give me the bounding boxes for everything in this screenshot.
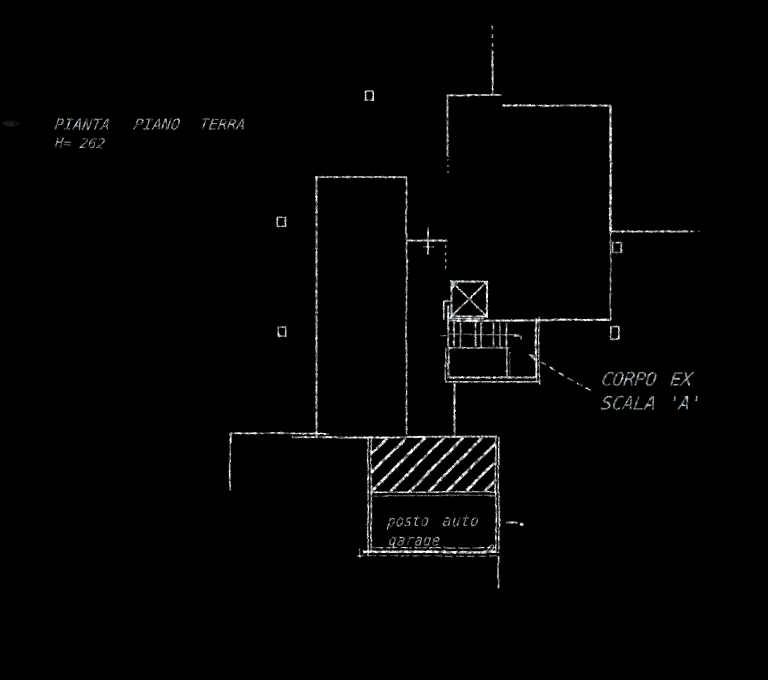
shaft-box	[450, 280, 488, 318]
garage-label-word-posto: posto	[386, 513, 431, 530]
hatch-line	[427, 437, 484, 492]
stair-up-arrowhead	[449, 279, 459, 289]
stair-note-word-ex: EX	[669, 370, 696, 391]
hatch-line	[371, 437, 389, 456]
wall-line	[291, 435, 498, 439]
scan-squiggle	[486, 544, 495, 552]
garage-label-word-garage: garage	[387, 532, 441, 550]
hatch-line	[371, 437, 427, 492]
hatch-line	[446, 441, 496, 492]
scan-smudge	[1, 120, 19, 127]
plan-wall-lines	[1, 26, 699, 589]
leader-arrowhead	[528, 353, 538, 362]
shaft-diagonal-ext	[446, 315, 453, 322]
shaft-diagonal	[450, 280, 488, 318]
wall-line	[447, 318, 610, 322]
garage-label-word-auto: auto	[441, 511, 480, 530]
plan-title-word-3: TERRA	[198, 116, 247, 134]
hatch-line	[465, 460, 496, 492]
plan-title-word-1: PIANTA	[53, 116, 111, 134]
plan-title-word-2: PIANO	[133, 116, 182, 134]
garage-ramp-hatching	[371, 437, 496, 492]
stair-note-word-scala: SCALA	[600, 394, 658, 415]
ceiling-height-note: H= 262	[52, 136, 106, 152]
hatch-line	[408, 437, 465, 492]
wall-marker-square	[364, 90, 374, 101]
wall-marker-square	[610, 325, 620, 340]
scan-dot	[519, 522, 523, 526]
stair-note-word-corpo: CORPO	[600, 370, 658, 391]
hatch-line	[484, 479, 496, 492]
hatch-line	[389, 437, 446, 492]
stair-note-word-a: 'A'	[667, 394, 703, 415]
plan-text-labels: PIANTA PIANO TERRA H= 262 CORPO EX SCALA…	[52, 116, 702, 550]
wall-marker-square	[277, 326, 287, 337]
hatch-line	[371, 437, 408, 474]
wall-marker-square	[611, 241, 622, 254]
wall-marker-square	[276, 216, 287, 228]
wall-line	[531, 355, 593, 393]
